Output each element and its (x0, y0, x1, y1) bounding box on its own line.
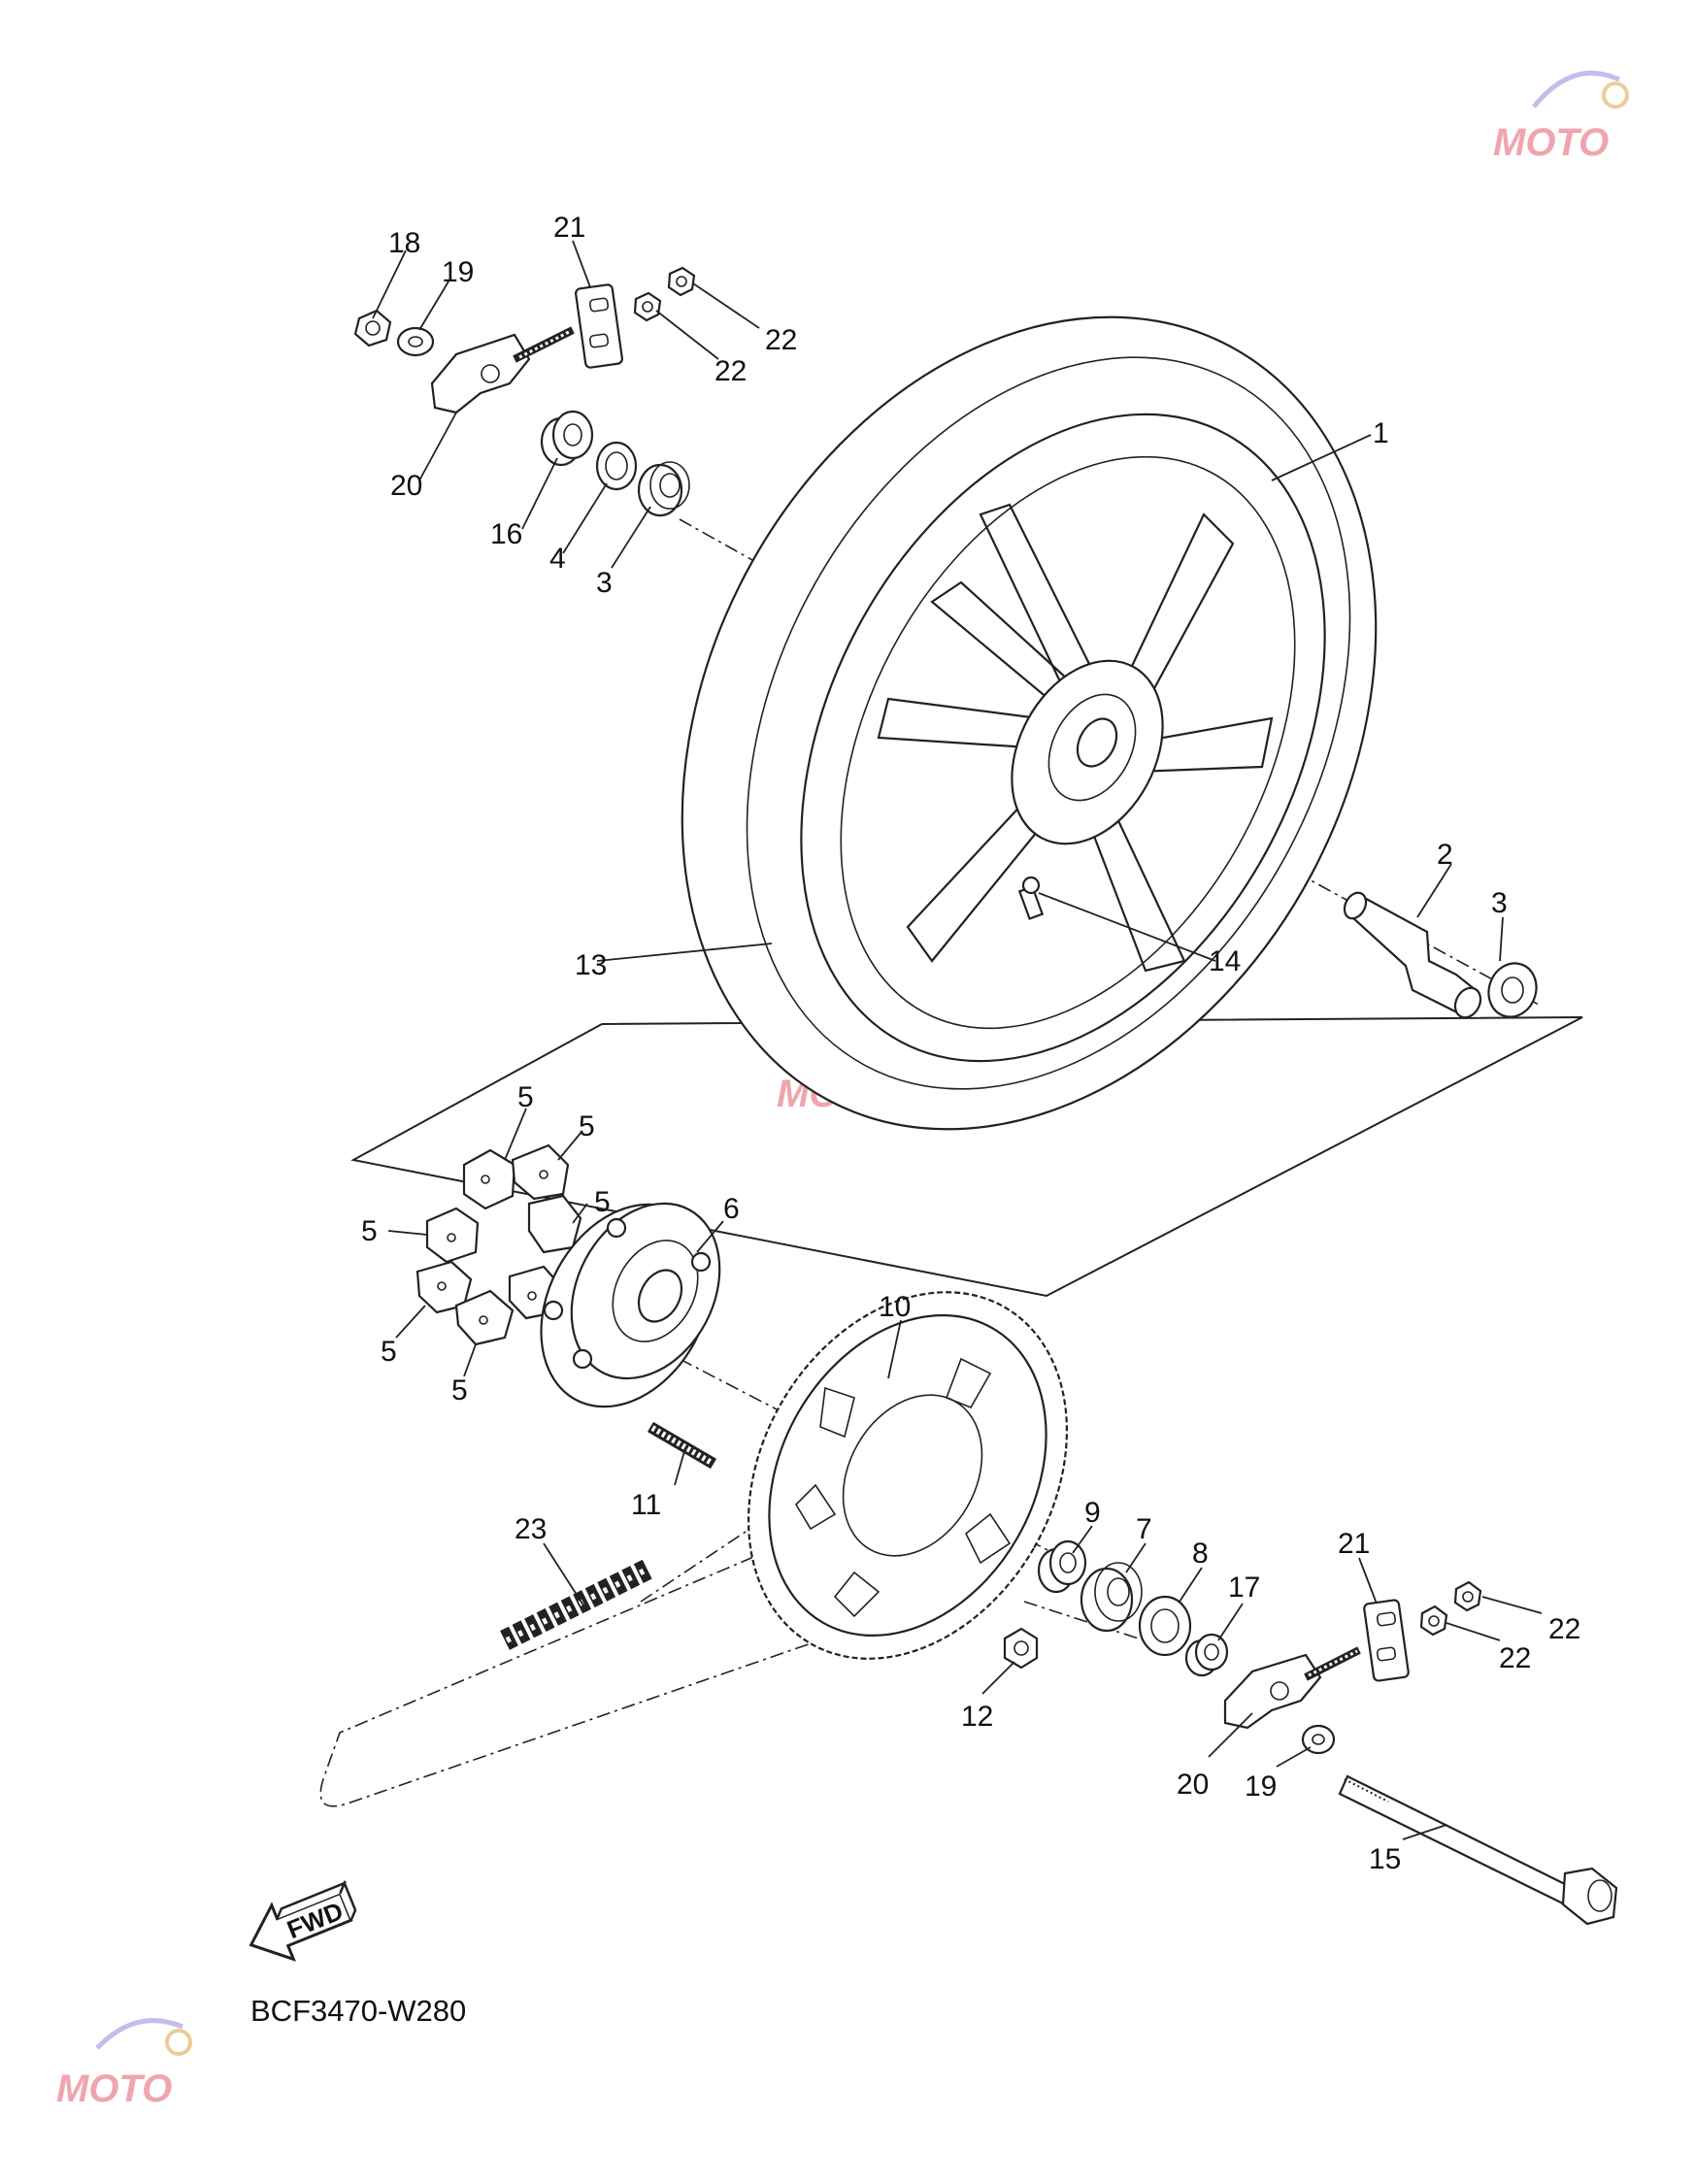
callout-5-top: 5 (517, 1081, 534, 1113)
callout-1: 1 (1373, 417, 1389, 449)
watermark-top-right: MOTO (1493, 70, 1629, 164)
watermark-text-top: MOTO (1493, 121, 1609, 164)
adjuster-plate-20-lower (1223, 1646, 1361, 1730)
callout-17: 17 (1228, 1572, 1260, 1604)
bearing-3-right (1487, 962, 1538, 1018)
plate-21-upper (575, 283, 623, 369)
callout-5-top-right: 5 (579, 1110, 595, 1142)
callout-13: 13 (575, 949, 607, 981)
callout-22-lower-a: 22 (1499, 1642, 1531, 1674)
plate-21-lower (1363, 1599, 1410, 1682)
stud-bolt-11 (647, 1421, 717, 1470)
callout-20-upper: 20 (390, 470, 422, 502)
hub-inner (1047, 693, 1137, 802)
nuts-22-lower (1419, 1580, 1482, 1637)
washer-19-lower (1301, 1724, 1336, 1755)
callout-20-lower: 20 (1177, 1769, 1209, 1801)
callout-11: 11 (631, 1489, 661, 1521)
callout-22-lower-b: 22 (1548, 1613, 1580, 1645)
callout-4: 4 (549, 543, 566, 575)
fwd-arrow-icon: FWD (249, 1879, 357, 1962)
callout-labels: 1 2 3 3 4 5 5 5 5 5 5 6 7 8 9 10 11 12 1… (361, 212, 1580, 1875)
callout-22-upper-a: 22 (715, 355, 747, 387)
collar-2 (1343, 891, 1482, 1019)
callout-15: 15 (1369, 1843, 1401, 1875)
callout-12: 12 (961, 1701, 993, 1733)
callout-16: 16 (490, 518, 522, 550)
callout-7: 7 (1136, 1513, 1152, 1545)
callout-9: 9 (1084, 1497, 1101, 1529)
callout-23: 23 (515, 1513, 547, 1545)
rim-inner (840, 455, 1296, 1030)
oil-seal-4 (595, 441, 638, 491)
bearing-7 (1080, 1562, 1143, 1633)
callout-6: 6 (723, 1193, 740, 1225)
callout-3-upper: 3 (596, 567, 613, 599)
upper-assembly-frame (350, 1016, 1583, 1298)
nuts-22-upper (633, 266, 696, 322)
chain-axis-line (640, 1484, 816, 1603)
clutch-hub (540, 1202, 721, 1408)
callout-21-lower: 21 (1338, 1528, 1370, 1560)
sprocket (747, 1291, 1069, 1660)
callout-10: 10 (879, 1291, 911, 1323)
callout-2: 2 (1437, 839, 1453, 871)
wheel-spokes (877, 503, 1274, 973)
callout-8: 8 (1192, 1538, 1209, 1570)
tire-inner-edge (746, 356, 1351, 1090)
callout-21-upper: 21 (553, 212, 585, 244)
washer-19-upper (396, 326, 435, 357)
callout-22-upper-b: 22 (765, 324, 797, 356)
bearing-3-upper (637, 461, 690, 517)
callout-3-right: 3 (1491, 887, 1508, 919)
hub-bore (1076, 717, 1118, 768)
callout-5-bottom: 5 (451, 1374, 468, 1406)
leader-lines (372, 240, 1543, 1840)
adjuster-plate-20-upper (430, 326, 575, 414)
callout-14: 14 (1209, 945, 1241, 977)
nut-12 (1003, 1627, 1039, 1670)
callout-5-bottom-left: 5 (381, 1336, 397, 1368)
drive-chain (500, 1558, 655, 1650)
collar-16 (540, 410, 594, 467)
callout-5-right: 5 (594, 1186, 611, 1218)
nut-18 (353, 309, 392, 347)
watermark-bottom-left: MOTO (56, 2018, 192, 2110)
callout-19-lower: 19 (1245, 1770, 1277, 1803)
callout-5-left: 5 (361, 1215, 378, 1247)
watermark-text-bottom: MOTO (56, 2068, 172, 2110)
callout-18: 18 (388, 227, 420, 259)
rear-wheel-assembly (681, 315, 1378, 1131)
callout-19-upper: 19 (442, 256, 474, 288)
oil-seal-8 (1138, 1595, 1192, 1657)
diagram-code: BCF3470-W280 (250, 1994, 466, 2028)
axle-bolt-15 (1338, 1774, 1618, 1926)
collar-9 (1037, 1539, 1087, 1594)
collar-17 (1184, 1633, 1229, 1677)
valve-stem (1017, 876, 1045, 920)
